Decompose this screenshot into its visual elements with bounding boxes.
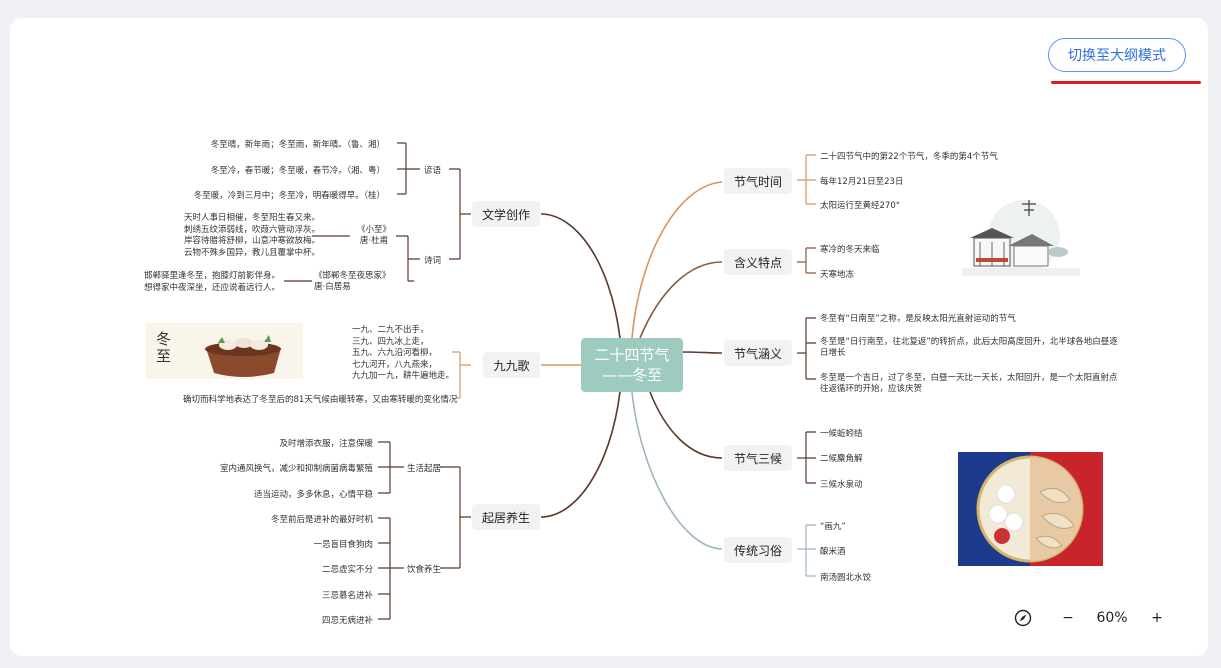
compass-icon [1014,609,1032,627]
dumpling-bowl-illustration [146,323,303,379]
poem1-meta[interactable]: 《小至》 唐·杜甫 [357,225,391,247]
leaf-detail-1[interactable]: 冬至有“日南至”之称，是反映太阳光直射运动的节气 [820,314,1016,324]
leaf-detail-3[interactable]: 冬至是一个吉日，过了冬至，白昼一天比一天长，太阳回升，是一个太阳直射点往返循环的… [820,373,1118,394]
switch-to-outline-button[interactable]: 切换至大纲模式 [1048,38,1186,72]
dongzhi-building-illustration [962,196,1080,288]
node-chuantong-xisu[interactable]: 传统习俗 [724,537,792,563]
poem2-meta[interactable]: 《邯郸冬至夜思家》 唐·白居易 [314,271,391,293]
root-node[interactable]: 二十四节气 ——冬至 [581,338,683,392]
leaf-time-2[interactable]: 每年12月21日至23日 [820,177,904,187]
leaf-detail-2[interactable]: 冬至是“日行南至，往北复返”的转折点，此后太阳高度回升，北半球各地白昼逐日增长 [820,337,1118,358]
node-jiujiuge[interactable]: 九九歌 [483,352,540,378]
node-yinshi-yangsheng[interactable]: 饮食养生 [407,565,442,575]
poem1-title: 《小至》 [357,225,392,235]
zoom-out-button[interactable]: − [1062,610,1074,626]
root-title: 二十四节气 [594,346,670,364]
node-hanyi-tedian[interactable]: 含义特点 [724,249,792,275]
leaf-diet-5[interactable]: 四忌无病进补 [321,616,373,626]
tangyuan-dumpling-plate [958,452,1103,566]
root-subtitle: ——冬至 [601,366,662,384]
poem1-text[interactable]: 天时人事日相催，冬至阳生春又来。 刺绣五纹添弱线，吹葭六管动浮灰。 岸容待腊将舒… [184,213,321,258]
image-caption: 冬至 [156,330,172,365]
leaf-proverb-1[interactable]: 冬至晴，新年雨；冬至雨，新年晴。（鲁、湘） [210,140,385,150]
node-jieqi-shijian[interactable]: 节气时间 [724,168,792,194]
leaf-diet-2[interactable]: 一忌盲目食狗肉 [313,540,373,550]
leaf-proverb-2[interactable]: 冬至冷，春节暖；冬至暖，春节冷。（湘、粤） [210,166,385,176]
dongzhi-dumpling-image: 冬至 [146,323,303,379]
pavilion-sketch [962,200,1080,276]
tangyuan-jiaozi-image [958,452,1103,566]
leaf-diet-3[interactable]: 二忌虚实不分 [321,565,373,575]
leaf-sanhou-3[interactable]: 三候水泉动 [820,480,863,490]
jiujiu-desc[interactable]: 确切而科学地表达了冬至后的81天气候由暖转寒，又由寒转暖的变化情况 [183,395,458,405]
node-shici[interactable]: 诗词 [424,256,442,266]
leaf-time-1[interactable]: 二十四节气中的第22个节气，冬季的第4个节气 [820,152,998,162]
leaf-time-3[interactable]: 太阳运行至黄经270° [820,201,900,211]
node-qiju-yangsheng[interactable]: 起居养生 [472,504,540,530]
leaf-proverb-3[interactable]: 冬至暖，冷到三月中；冬至冷，明春暖得早。（桂） [193,191,385,201]
node-wenxue-chuangzuo[interactable]: 文学创作 [472,201,540,227]
jiujiu-song[interactable]: 一九、二九不出手， 三九、四九冰上走， 五九、六九沿河看柳， 七九河开，八九燕来… [352,325,455,381]
node-jieqi-hanyi[interactable]: 节气涵义 [724,340,792,366]
poem2-title: 《邯郸冬至夜思家》 [314,271,391,281]
leaf-life-2[interactable]: 室内通风换气，减少和抑制病菌病毒繁殖 [219,464,373,474]
poem2-author: 唐·白居易 [314,282,351,292]
leaf-sanhou-1[interactable]: 一候蚯蚓结 [820,429,863,439]
highlight-underline [1051,81,1201,84]
node-yanyu[interactable]: 谚语 [424,166,442,176]
leaf-custom-3[interactable]: 南汤圆北水饺 [820,573,872,583]
poem1-author: 唐·杜甫 [359,236,389,246]
leaf-custom-2[interactable]: 酿米酒 [820,547,846,557]
zoom-level: 60% [1096,610,1128,626]
leaf-custom-1[interactable]: “画九” [820,522,846,532]
leaf-life-1[interactable]: 及时增添衣服，注意保暖 [279,439,373,449]
locate-center-button[interactable] [1012,608,1034,628]
leaf-sanhou-2[interactable]: 二候麋角解 [820,454,863,464]
leaf-diet-4[interactable]: 三忌慕名进补 [321,591,373,601]
leaf-life-3[interactable]: 适当运动，多多休息，心情平稳 [253,490,373,500]
leaf-diet-1[interactable]: 冬至前后是进补的最好时机 [270,515,373,525]
node-jieqi-sanhou[interactable]: 节气三候 [724,445,792,471]
poem2-text[interactable]: 邯郸驿里逢冬至，抱膝灯前影伴身。 想得家中夜深坐，还应说着远行人。 [144,271,281,293]
zoom-in-button[interactable]: + [1151,610,1163,626]
leaf-meaning-1[interactable]: 寒冷的冬天来临 [820,245,880,255]
leaf-meaning-2[interactable]: 天寒地冻 [820,270,855,280]
node-shenghuo-qiju[interactable]: 生活起居 [407,464,442,474]
